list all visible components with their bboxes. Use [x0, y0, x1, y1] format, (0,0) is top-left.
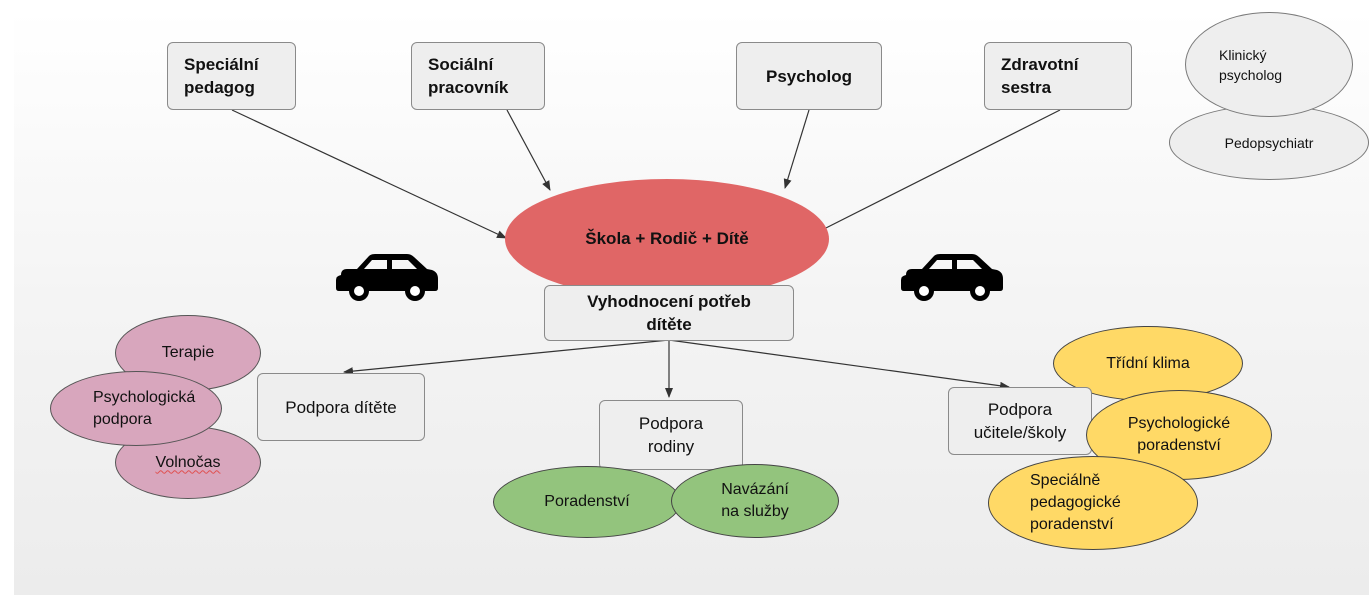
teacher-support-label: Podpora učitele/školy — [973, 400, 1067, 442]
social-worker-label: Sociální pracovník — [428, 55, 509, 97]
child-item-psych-support: Psychologická podpora — [50, 371, 222, 446]
assessment-label: Vyhodnocení potřeb dítěte — [587, 292, 751, 334]
nurse-label: Zdravotní sestra — [1001, 55, 1079, 97]
teacher-item-special-counseling: Speciálně pedagogické poradenství — [988, 456, 1198, 550]
clinical-psychologist-label: Klinický psycholog — [1219, 46, 1283, 83]
special-pedagog-box: Speciální pedagog — [167, 42, 296, 110]
arrow-social-worker — [506, 109, 551, 191]
center-label: Škola + Rodič + Dítě — [585, 229, 749, 248]
pedopsychiatr-label: Pedopsychiatr — [1224, 134, 1314, 151]
psycholog-label: Psycholog — [766, 66, 852, 86]
family-support-label: Podpora rodiny — [638, 414, 704, 456]
arrow-to-teacher-support — [668, 339, 1010, 390]
car-icon — [901, 254, 1003, 301]
arrow-nurse — [815, 109, 1061, 234]
family-item-counseling: Poradenství — [493, 466, 681, 538]
family-item-services: Navázání na služby — [671, 464, 839, 538]
needs-assessment-box: Vyhodnocení potřeb dítěte — [544, 285, 794, 341]
teacher-support-box: Podpora učitele/školy — [948, 387, 1092, 455]
nurse-box: Zdravotní sestra — [984, 42, 1132, 110]
clinical-psychologist-ellipse: Klinický psycholog — [1185, 12, 1353, 117]
child-support-label: Podpora dítěte — [285, 397, 397, 417]
family-support-box: Podpora rodiny — [599, 400, 743, 470]
child-support-box: Podpora dítěte — [257, 373, 425, 441]
arrow-to-child-support — [343, 339, 670, 376]
arrow-psycholog — [783, 109, 810, 189]
car-icon — [336, 254, 438, 301]
arrow-special-pedagog — [231, 109, 507, 239]
diagram-canvas: Speciální pedagog Sociální pracovník Psy… — [14, 10, 1369, 595]
school-parent-child-ellipse: Škola + Rodič + Dítě — [505, 179, 829, 299]
psycholog-box: Psycholog — [736, 42, 882, 110]
social-worker-box: Sociální pracovník — [411, 42, 545, 110]
special-pedagog-label: Speciální pedagog — [184, 55, 259, 97]
connector-layer — [231, 109, 1061, 398]
